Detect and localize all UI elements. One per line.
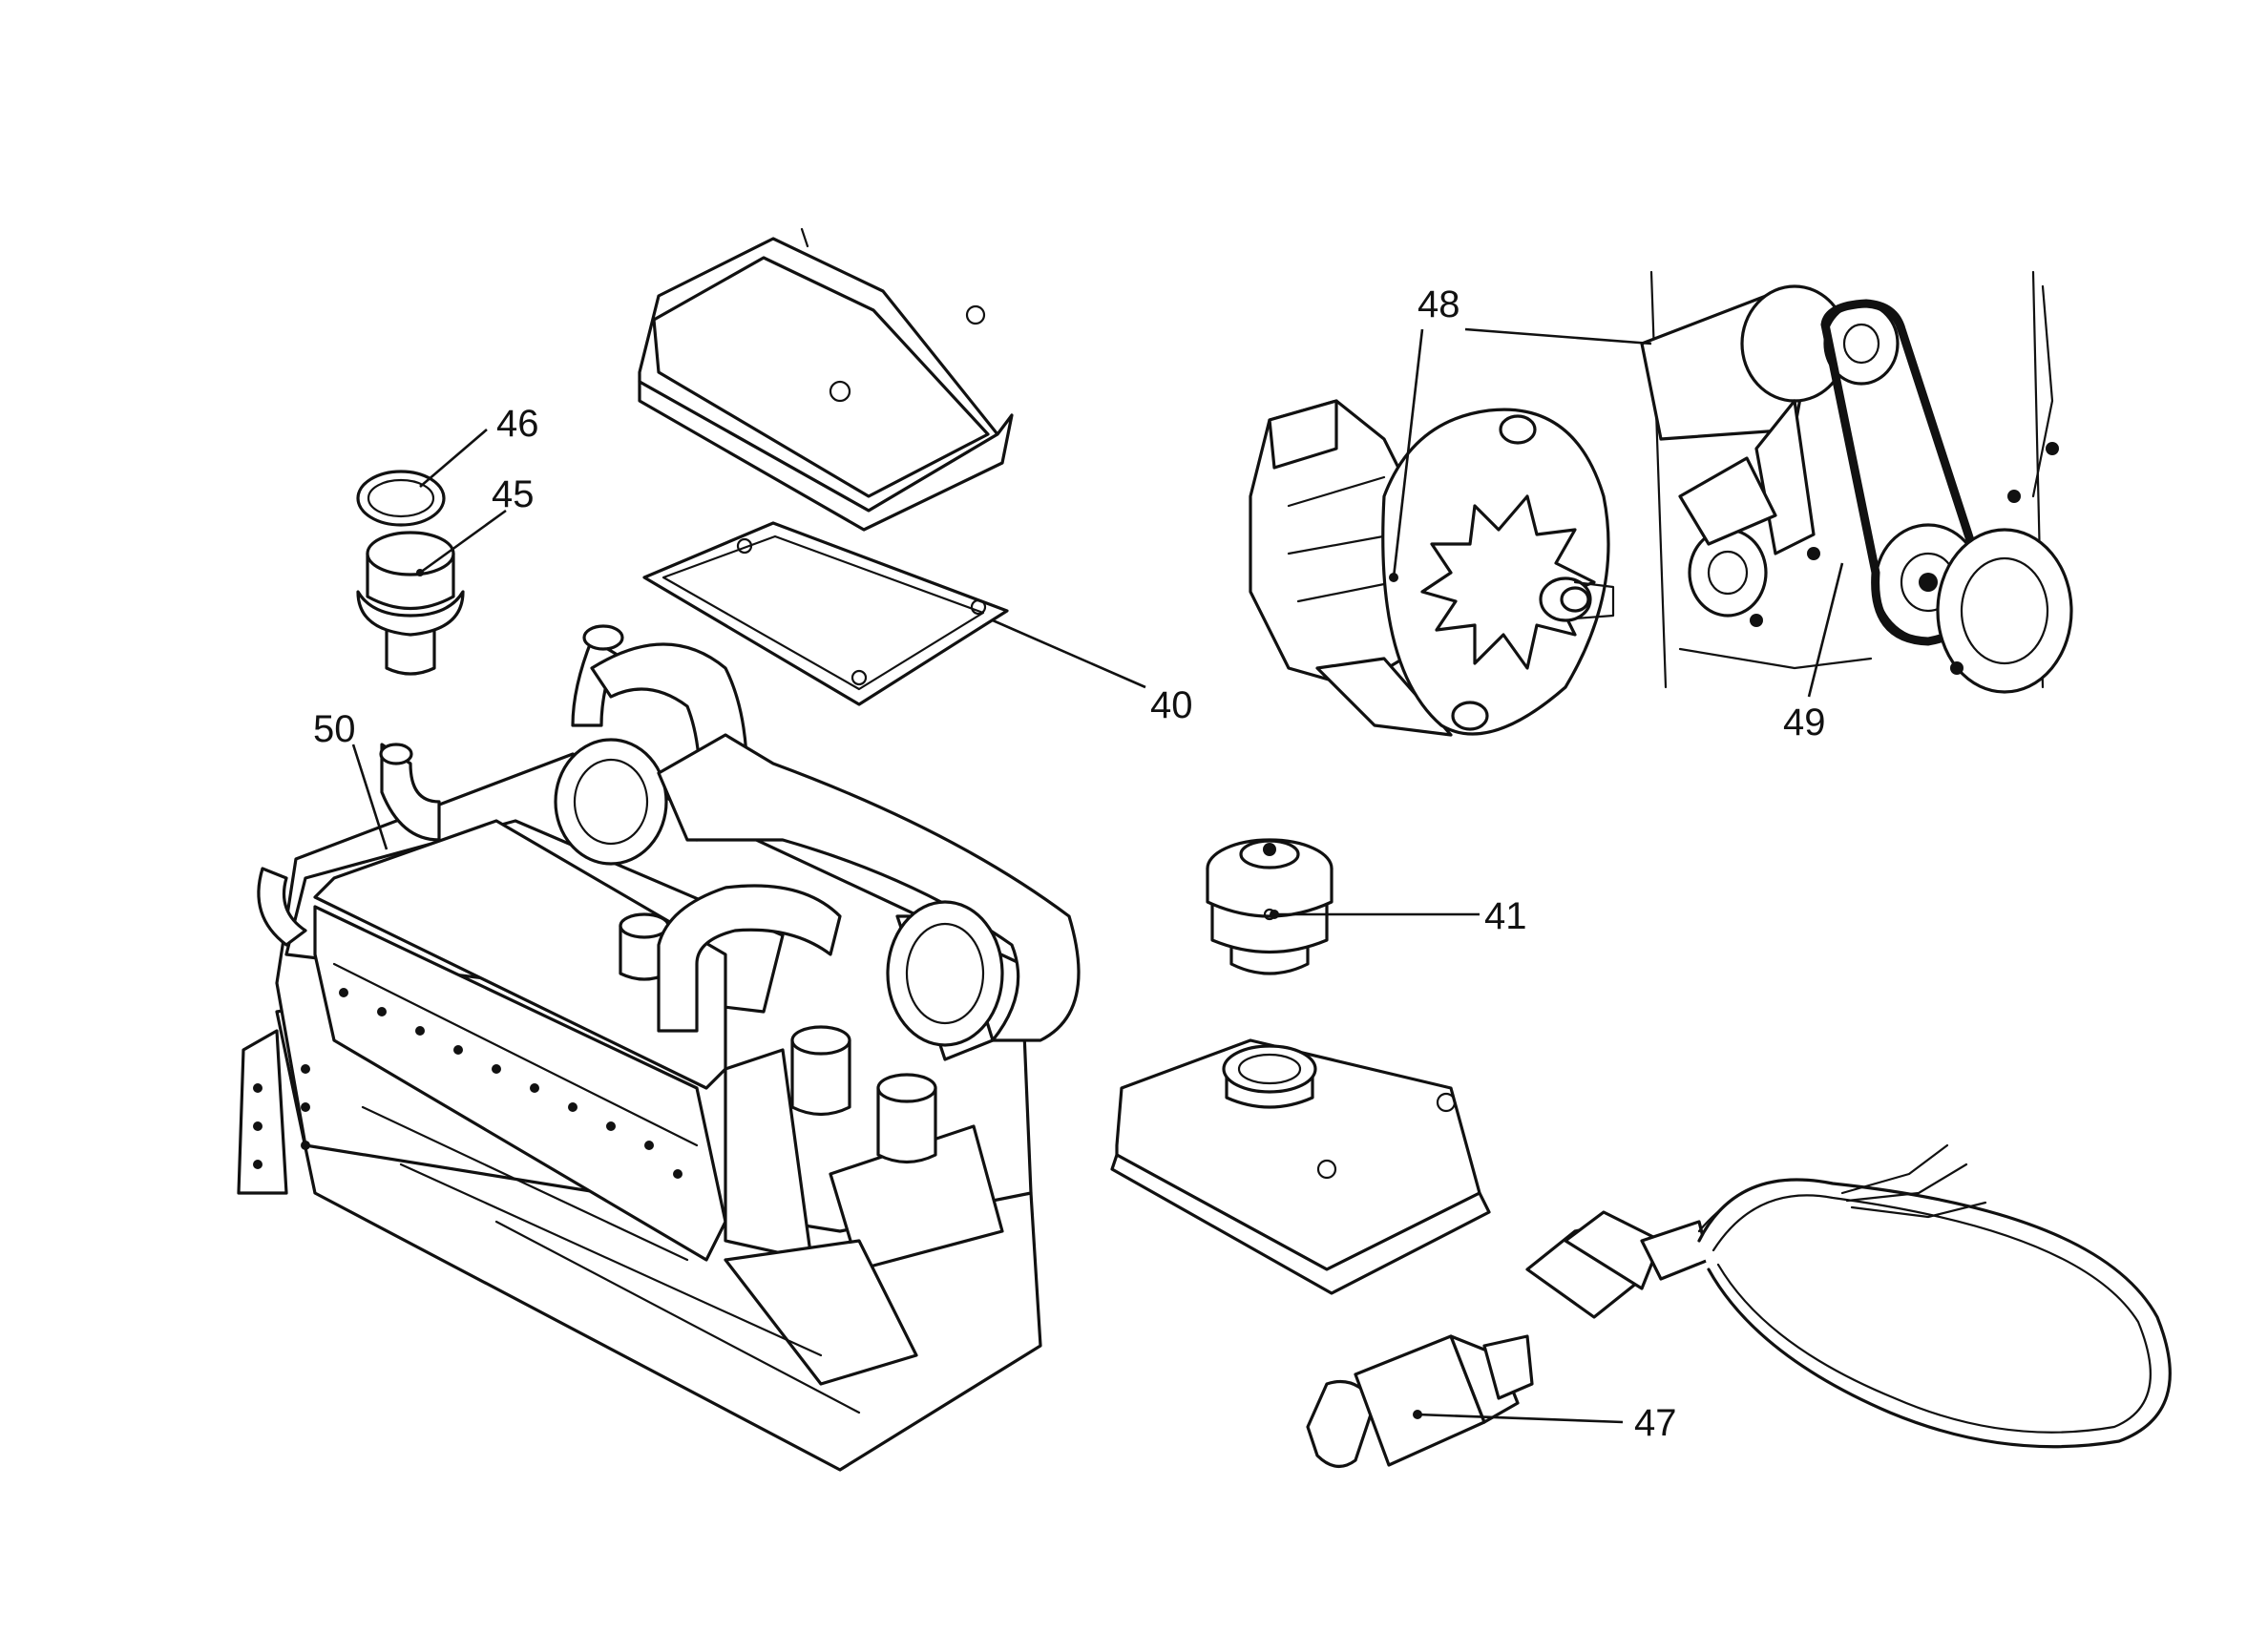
leader-45 (419, 509, 507, 575)
engine-assembly (237, 624, 1081, 1472)
breather-valve (1206, 838, 1334, 975)
callout-40: 40 (1150, 684, 1193, 726)
callout-45: 45 (492, 473, 535, 515)
alternator (1249, 399, 1615, 737)
leader-48 (1392, 328, 1424, 578)
callout-50: 50 (313, 708, 356, 750)
sealing-ring (356, 470, 446, 527)
leader-49 (1807, 562, 1844, 698)
leader-47 (1417, 1413, 1624, 1424)
wiring-harness (1525, 1143, 2172, 1449)
valve-cover-lower (1110, 1038, 1491, 1295)
callout-47: 47 (1634, 1402, 1677, 1444)
leader-lines (351, 327, 1844, 1424)
leader-50 (351, 744, 388, 850)
leader-48b (1464, 327, 1652, 346)
leader-46 (419, 429, 488, 488)
rocker-cover-gasket (642, 521, 1009, 706)
belt-drive-assembly (1640, 270, 2073, 694)
engine-bolts (253, 988, 682, 1179)
rocker-cover (638, 227, 1014, 532)
callout-41: 41 (1484, 895, 1527, 937)
leader-40 (992, 618, 1146, 689)
callout-46: 46 (496, 403, 539, 445)
callout-48: 48 (1418, 283, 1460, 325)
temperature-sensor (1306, 1334, 1534, 1468)
callout-49: 49 (1783, 702, 1826, 744)
